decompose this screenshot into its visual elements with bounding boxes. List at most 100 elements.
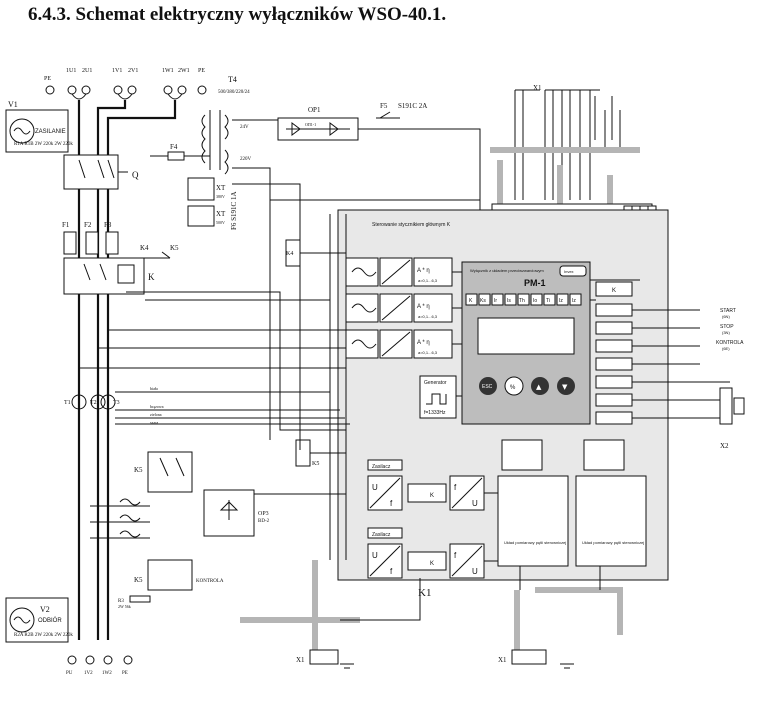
x1-top: X1 — [514, 84, 621, 200]
a-eta-3: A * η — [417, 340, 430, 346]
f4-fuse: F4 — [150, 143, 210, 161]
v2-label: V2 — [40, 605, 50, 614]
supply-terminals: PE 1U1 2U1 1V1 2V1 1W1 2W1 PE — [44, 68, 207, 100]
term-pe-bottom: PE — [122, 671, 128, 676]
pm1-keypad-top: K Ks Ir Is Th Io Ti Iz Iz — [465, 293, 582, 306]
f5-rating: S191C 2A — [398, 102, 427, 110]
v24-label: 24V — [240, 125, 249, 130]
key-ks: Ks — [480, 298, 486, 304]
term-pe-top: PE — [44, 76, 51, 82]
range-1: a=0,1...6,3 — [418, 278, 438, 283]
opto-outputs: K START (6N) STOP (3N) KONTROLA (6E) X2 — [595, 281, 745, 450]
k5-lower-label2: K5 — [134, 576, 143, 584]
key-is: Is — [507, 298, 511, 304]
a-eta-2: A * η — [417, 304, 430, 310]
wire-szara: szara — [150, 420, 158, 425]
k1-label: K1 — [418, 587, 431, 599]
key-percent: % — [510, 385, 516, 391]
opto-k-top: K — [612, 288, 616, 294]
op1-block: OP1 ОП1-1 F5 S191C 2A — [232, 102, 481, 210]
key-iz2: Iz — [572, 298, 576, 304]
start-label: START — [720, 308, 736, 314]
page-title: 6.4.3. Schemat elektryczny wyłączników W… — [28, 4, 447, 25]
f-3: f — [390, 567, 393, 576]
op3-label: OP3 — [258, 511, 269, 517]
kontrola-label: KONTROLA — [716, 340, 744, 346]
q-breaker: Q — [63, 154, 139, 190]
f4-label: F4 — [170, 143, 178, 151]
loop-measurement-units: Układ pomiarowy pętli sterowniczej Układ… — [497, 439, 647, 567]
k5-lower-label: K5 — [134, 466, 143, 474]
wire-zielona: zielona — [150, 412, 162, 417]
f-4: f — [454, 551, 457, 560]
bottom-terminals: PU 1V2 1W2 PE X1 X1 — [66, 649, 574, 676]
term-2u1: 2U1 — [82, 68, 92, 74]
stop-code: (3N) — [722, 330, 730, 335]
fuses: F1 F2 F3 — [62, 221, 119, 255]
term-pe-top2: PE — [198, 68, 205, 74]
start-code: (6N) — [722, 314, 730, 319]
uklad-1: Układ pomiarowy pętli sterowniczej — [504, 540, 566, 545]
term-1v2: 1V2 — [84, 671, 93, 676]
interconnect-wiring — [79, 167, 640, 621]
current-transformers: T1 T2 T3 biała brązowa zielona szara — [64, 386, 350, 425]
term-1w2: 1W2 — [102, 671, 112, 676]
range-3: a=0,1...6,3 — [418, 350, 438, 355]
op1-label: OP1 — [308, 106, 321, 114]
fuse-f2: F2 — [84, 221, 92, 229]
v2-name: ODBIÓR — [38, 617, 62, 624]
f6-label: F6 S191C 1A — [230, 191, 238, 230]
term-2v1: 2V1 — [128, 68, 138, 74]
v2-resistors: R2A R2B 2W 220k 2W 220k — [14, 633, 73, 638]
f5-label: F5 — [380, 102, 388, 110]
sterowanie-label: Sterowanie stycznikiem głównym K — [372, 222, 451, 228]
xt1-label: XT — [216, 184, 226, 192]
contactor-k: K K4 K5 — [63, 244, 179, 295]
fuse-f1: F1 — [62, 221, 70, 229]
zasilacz-1: Zasilacz — [372, 464, 391, 470]
key-iz1: Iz — [559, 298, 563, 304]
main-conductors — [77, 100, 177, 640]
t1-label: T1 — [64, 400, 71, 406]
pm1-display — [477, 317, 575, 355]
op3-part: BD-2 — [258, 519, 270, 524]
generator-label: Generator — [424, 380, 447, 386]
u-2: U — [472, 499, 478, 508]
u-1: U — [372, 483, 378, 492]
op1-part: ОП1-1 — [305, 122, 316, 127]
v220-label: 220V — [240, 157, 252, 162]
f-1: f — [390, 499, 393, 508]
v2-indicator: V2 ODBIÓR R2A R2B 2W 220k 2W 220k — [5, 597, 73, 643]
key-ti: Ti — [546, 298, 550, 304]
x1-bottom-left: X1 — [296, 656, 305, 664]
q-label: Q — [132, 170, 139, 180]
t4-label: T4 — [228, 75, 237, 84]
uklad-2: Układ pomiarowy pętli sterowniczej — [582, 540, 644, 545]
zasilacz-2: Zasilacz — [372, 532, 391, 538]
key-esc: ESC — [482, 384, 493, 390]
ct-signal-blocks: A * η A * η A * η a=0,1...6,3 a=0,1...6,… — [345, 257, 453, 359]
a-eta-1: A * η — [417, 268, 430, 274]
stop-label: STOP — [720, 324, 734, 330]
pm1-label: PM-1 — [524, 278, 546, 288]
op3-block: OP3 BD-2 — [203, 489, 346, 537]
u-4: U — [472, 567, 478, 576]
pm1-brand: Invex — [564, 269, 574, 274]
v1-label: V1 — [8, 100, 18, 109]
t2-label: T2 — [90, 400, 97, 406]
k5-label-top: K5 — [170, 244, 179, 252]
kontrola-code: (6E) — [722, 346, 730, 351]
opto-k-1: K — [430, 493, 434, 499]
pm1-keypad-bottom: ESC % ▲ ▼ — [479, 376, 575, 396]
f-2: f — [454, 483, 457, 492]
kontrola-lower: KONTROLA — [196, 579, 224, 584]
key-k: K — [469, 298, 473, 304]
r3-label: R3 — [118, 599, 124, 604]
term-pu: PU — [66, 671, 73, 676]
opto-k-2: K — [430, 561, 434, 567]
term-1u1: 1U1 — [66, 68, 76, 74]
term-1w1: 1W1 — [162, 68, 174, 74]
v1-name: ZASILANIE — [35, 129, 66, 135]
t4-rating: 500/380/220/24 — [218, 90, 250, 95]
x1-bottom-right: X1 — [498, 656, 507, 664]
